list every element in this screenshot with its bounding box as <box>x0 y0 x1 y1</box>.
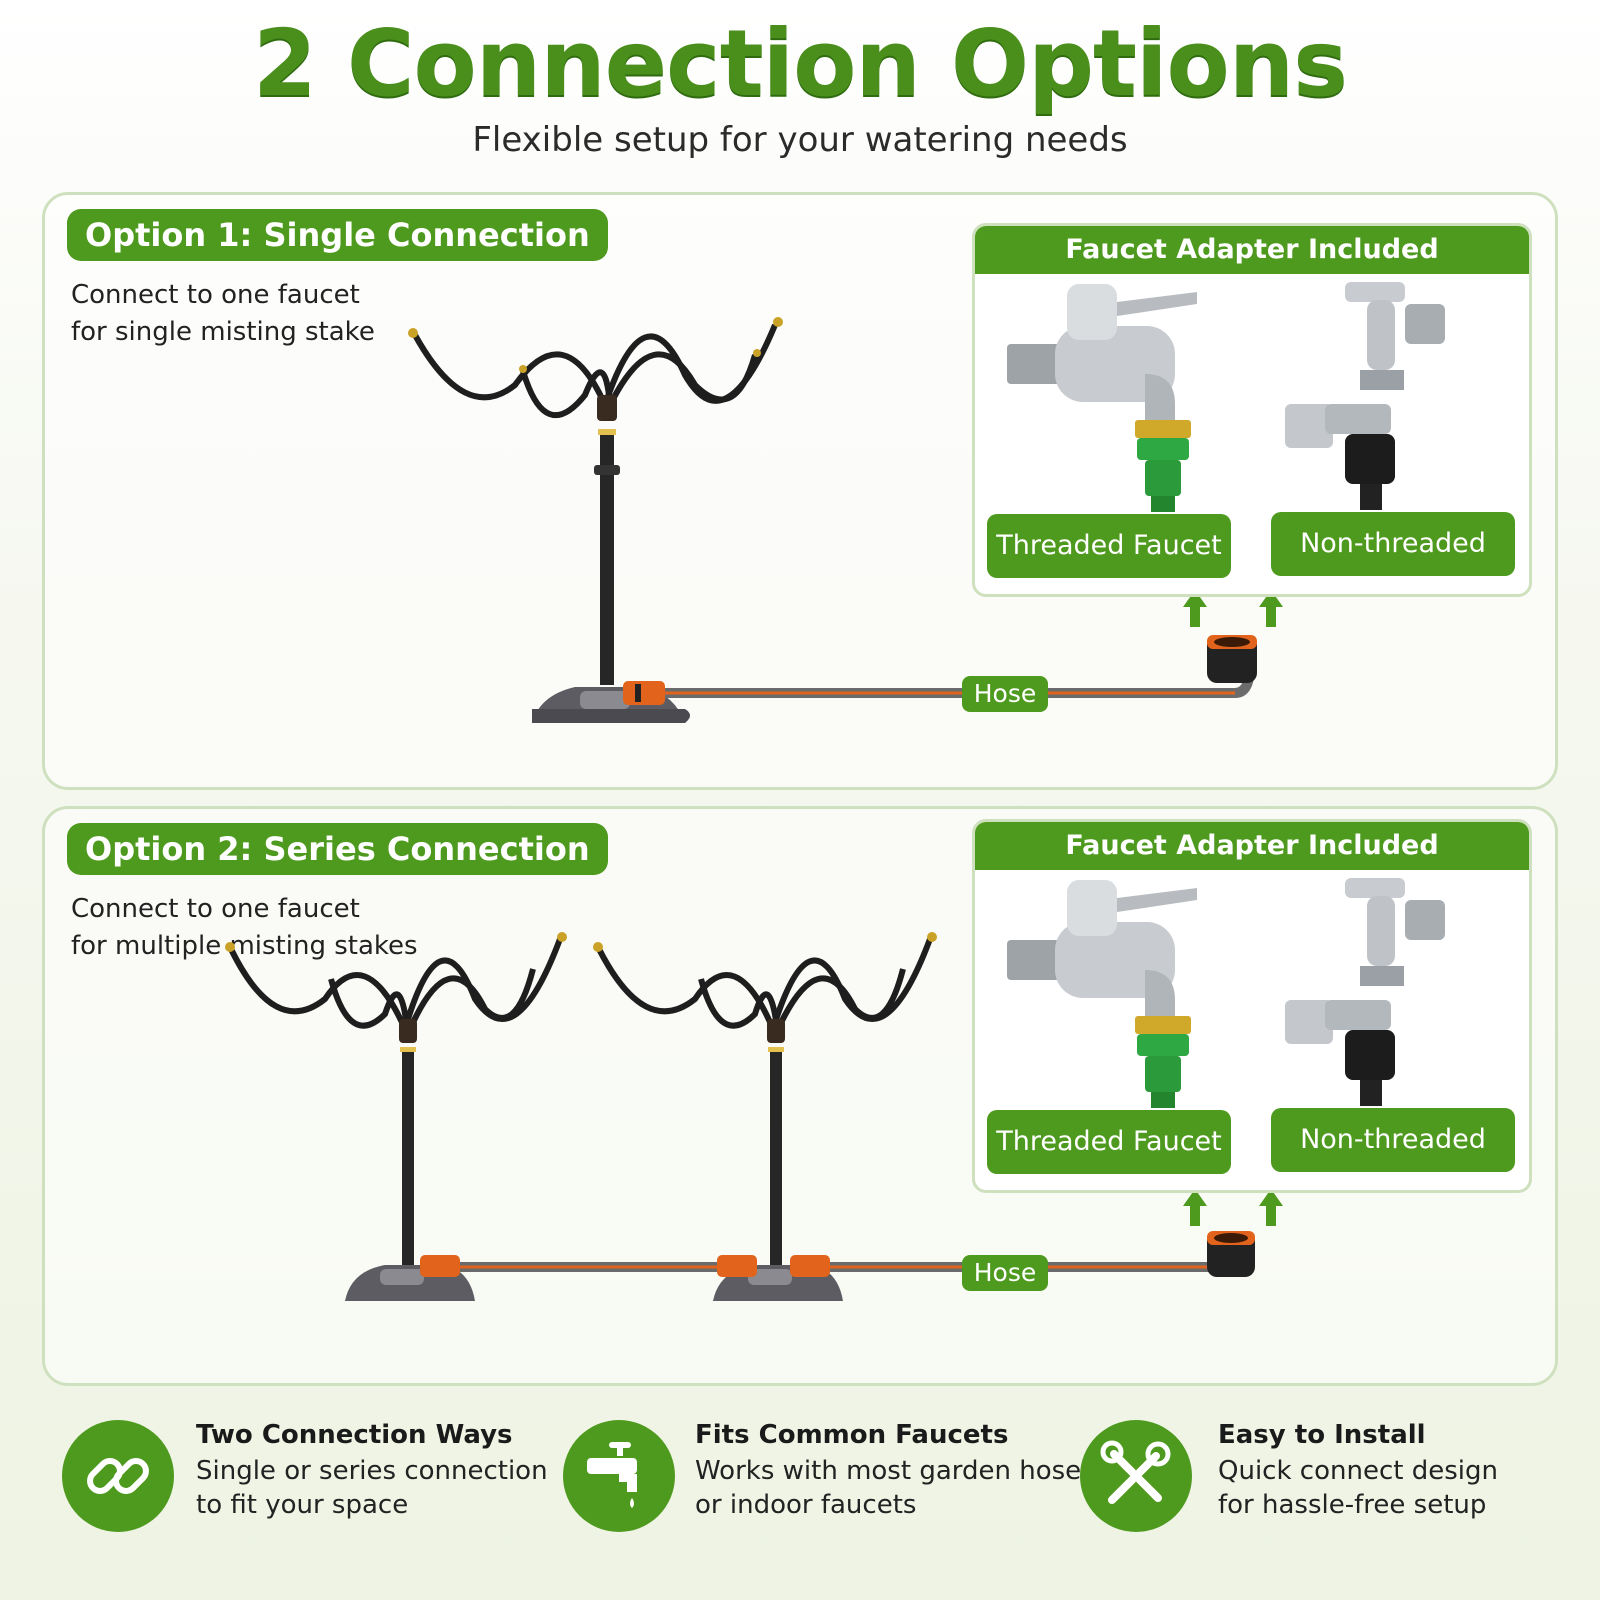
threaded-faucet-icon <box>1007 284 1197 512</box>
feature-line-1: Single or series connection <box>196 1456 548 1486</box>
threaded-faucet-icon <box>1007 880 1197 1108</box>
feature-line-2: to fit your space <box>196 1490 409 1520</box>
option-2-description: Connect to one faucet for multiple misti… <box>71 891 418 965</box>
non-threaded-faucet-icon <box>1285 282 1445 510</box>
feature-line-1: Works with most garden hose <box>695 1456 1082 1486</box>
adapter-box-title: Faucet Adapter Included <box>975 822 1529 870</box>
hose-label: Hose <box>962 676 1048 712</box>
arrow-up-icon <box>1183 1189 1283 1226</box>
non-threaded-faucet-icon <box>1285 878 1445 1106</box>
misting-stake-illustration <box>225 932 567 1301</box>
link-icon <box>62 1420 174 1532</box>
feature-title: Easy to Install <box>1218 1420 1426 1450</box>
page-title: 2 Connection Options <box>253 10 1348 117</box>
hose-label: Hose <box>962 1255 1048 1291</box>
faucet-illustrations <box>1007 878 1445 1108</box>
threaded-faucet-label: Threaded Faucet <box>987 514 1231 578</box>
option-2-badge: Option 2: Series Connection <box>67 823 608 875</box>
option-1-desc-line-1: Connect to one faucet <box>71 280 360 310</box>
hose-assembly <box>420 1231 1255 1277</box>
feature-line-2: for hassle-free setup <box>1218 1490 1487 1520</box>
option-1-badge: Option 1: Single Connection <box>67 209 608 261</box>
faucet-adapter-box: Faucet Adapter Included <box>972 223 1532 597</box>
non-threaded-faucet-label: Non-threaded <box>1271 512 1515 576</box>
adapter-box-title: Faucet Adapter Included <box>975 226 1529 274</box>
page-subtitle: Flexible setup for your watering needs <box>472 120 1128 160</box>
option-2-panel: Option 2: Series Connection Connect to o… <box>42 806 1558 1386</box>
misting-stake-illustration <box>408 317 783 723</box>
threaded-faucet-label: Threaded Faucet <box>987 1110 1231 1174</box>
hose-assembly <box>623 635 1257 705</box>
faucet-icon <box>563 1420 675 1532</box>
tools-icon <box>1080 1420 1192 1532</box>
feature-line-2: or indoor faucets <box>695 1490 917 1520</box>
option-1-panel: Option 1: Single Connection Connect to o… <box>42 192 1558 790</box>
option-1-diagram <box>408 317 1283 723</box>
misting-stake-illustration-2 <box>593 932 937 1301</box>
faucet-adapter-box: Faucet Adapter Included <box>972 819 1532 1193</box>
faucet-illustrations <box>1007 282 1445 512</box>
option-2-desc-line-1: Connect to one faucet <box>71 894 360 924</box>
option-2-diagram <box>225 932 1283 1301</box>
option-1-desc-line-2: for single misting stake <box>71 317 375 347</box>
feature-line-1: Quick connect design <box>1218 1456 1498 1486</box>
non-threaded-faucet-label: Non-threaded <box>1271 1108 1515 1172</box>
arrow-up-icon <box>1183 590 1283 627</box>
feature-title: Two Connection Ways <box>196 1420 513 1450</box>
option-1-description: Connect to one faucet for single misting… <box>71 277 375 351</box>
option-2-desc-line-2: for multiple misting stakes <box>71 931 418 961</box>
feature-title: Fits Common Faucets <box>695 1420 1009 1450</box>
